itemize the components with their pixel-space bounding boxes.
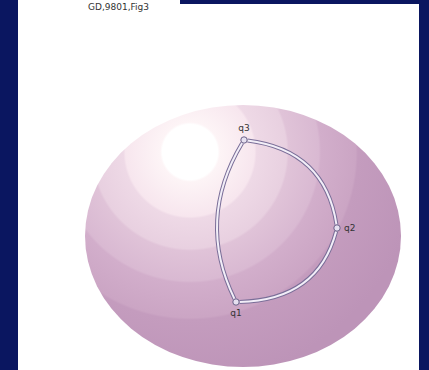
vertex-point: q2 bbox=[333, 224, 341, 232]
geodesic-arc bbox=[239, 231, 336, 302]
arc-core bbox=[217, 143, 242, 299]
arc-outline bbox=[217, 143, 242, 299]
frame-band bbox=[0, 0, 18, 370]
arc-outline bbox=[247, 140, 336, 224]
vertex-point: q3 bbox=[240, 136, 248, 144]
point-label: q1 bbox=[230, 309, 241, 318]
vertex-dot bbox=[333, 224, 341, 232]
frame-band bbox=[419, 0, 429, 370]
vertex-dot bbox=[232, 298, 240, 306]
point-label: q2 bbox=[344, 224, 355, 233]
figure-title: GD,9801,Fig3 bbox=[88, 2, 149, 12]
sphere bbox=[85, 105, 401, 367]
point-label: q3 bbox=[238, 124, 249, 133]
arc-core bbox=[247, 140, 336, 224]
arc-outline bbox=[239, 231, 336, 302]
frame-band bbox=[180, 0, 429, 4]
geodesic-arc bbox=[217, 143, 242, 299]
vertex-point: q1 bbox=[232, 298, 240, 306]
vertex-dot bbox=[240, 136, 248, 144]
arc-core bbox=[239, 231, 336, 302]
geodesic-arc bbox=[247, 140, 336, 224]
